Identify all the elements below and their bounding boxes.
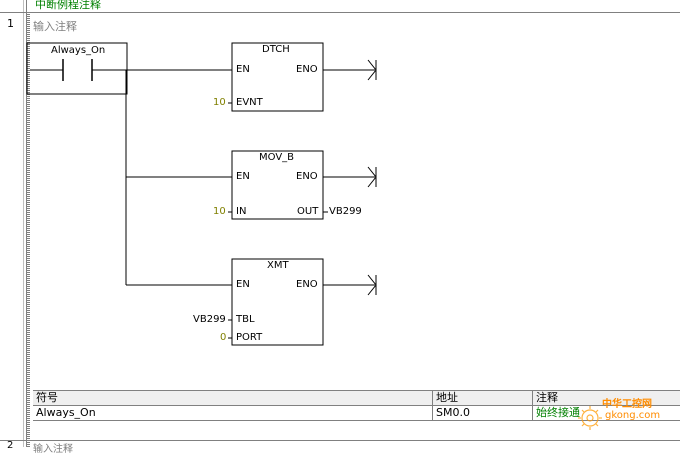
title-separator [0,12,680,13]
header-symbol[interactable]: 符号 [33,391,433,405]
network-comment[interactable]: 输入注释 [33,20,77,33]
row-address[interactable]: SM0.0 [433,406,533,420]
network-gutter [0,0,26,447]
xmt-tbl-value[interactable]: VB299 [193,314,226,325]
movb-in-label: IN [236,206,247,217]
network2-number: 2 [7,440,14,451]
dtch-eno-label: ENO [296,64,318,75]
contact-label[interactable]: Always_On [51,45,106,56]
watermark-line1: 中华工控网 [602,399,652,410]
power-rail-hatch [27,14,30,447]
header-address[interactable]: 地址 [433,391,533,405]
network2-separator [0,440,680,441]
symbol-table-header: 符号 地址 注释 [33,391,680,406]
movb-in-value[interactable]: 10 [213,206,226,217]
row-comment[interactable]: 始终接通 [536,406,580,419]
watermark-line2: gkong.com [605,410,661,421]
movb-out-label: OUT [297,206,319,217]
movb-box[interactable] [231,150,324,220]
dtch-en-label: EN [236,64,250,75]
xmt-eno-label: ENO [296,279,318,290]
movb-en-label: EN [236,171,250,182]
movb-out-value[interactable]: VB299 [329,206,362,217]
xmt-title: XMT [267,260,289,271]
dtch-box[interactable] [231,42,324,112]
network-title[interactable]: 中断例程注释 [35,0,101,11]
network2-comment[interactable]: 输入注释 [33,444,73,455]
contact-selection-box[interactable] [26,42,128,95]
table-row[interactable]: Always_On SM0.0 始终接通 [33,406,680,421]
header-comment[interactable]: 注释 [536,391,558,404]
xmt-port-value[interactable]: 0 [220,332,227,343]
network-number: 1 [7,17,14,30]
gutter-border [26,0,27,447]
dtch-evnt-label: EVNT [236,97,263,108]
movb-title: MOV_B [259,152,295,163]
symbol-table: 符号 地址 注释 Always_On SM0.0 始终接通 [33,390,680,421]
network-title-bar[interactable]: 中断例程注释 [30,0,680,12]
xmt-en-label: EN [236,279,250,290]
gutter-divider [23,0,24,447]
dtch-title: DTCH [262,44,290,55]
watermark-logo [578,406,602,430]
movb-eno-label: ENO [296,171,318,182]
xmt-port-label: PORT [236,332,263,343]
xmt-box[interactable] [231,258,324,346]
row-symbol[interactable]: Always_On [33,406,433,420]
dtch-evnt-value[interactable]: 10 [213,97,226,108]
xmt-tbl-label: TBL [236,314,255,325]
